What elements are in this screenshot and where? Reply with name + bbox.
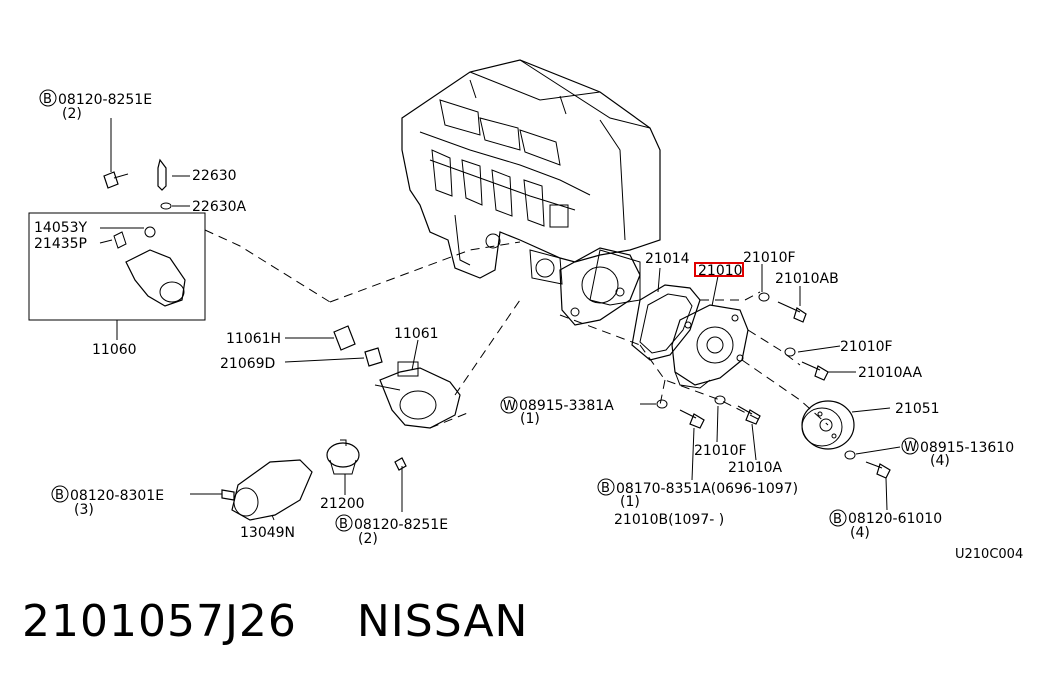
label-08170-8351A: 08170-8351A(0696-1097) [616,481,798,497]
bolt-prefix-4: B [55,488,64,503]
qty-08915-3381A: (1) [520,411,540,427]
label-22630A: 22630A [192,199,247,215]
footer-brand: NISSAN [356,596,529,647]
label-22630: 22630 [192,168,237,184]
label-21010: 21010 [698,263,743,279]
thermostat-housing [374,361,461,429]
label-21010F-low: 21010F [694,443,747,459]
part-labels: B 08120-8251E (2) 22630 22630A 14053Y 21… [34,89,1023,562]
leader-lines [99,118,901,521]
washer-prefix: W [503,399,516,414]
bolt-prefix-3: B [833,512,842,527]
qty-08120-8301E: (3) [74,502,94,518]
assembly-lines [204,229,829,429]
qty-08915-13610: (4) [930,453,950,469]
qty-08120-61010: (4) [850,525,870,541]
washer-prefix-2: W [904,440,917,455]
bolt-prefix: B [43,92,52,107]
label-21014: 21014 [645,251,690,267]
engine-block [401,59,661,306]
label-21010AB: 21010AB [775,271,839,287]
label-08915-3381A: 08915-3381A [519,398,614,414]
footer-part-number: 2101057J26 [22,596,297,647]
bolt-prefix-5: B [339,517,348,532]
label-11060: 11060 [92,342,137,358]
label-21435P: 21435P [34,236,87,252]
front-cover-gasket [559,247,641,326]
footer-caption: 2101057J26 NISSAN [22,596,528,647]
label-08915-13610: 08915-13610 [920,440,1014,456]
label-13049N: 13049N [240,525,295,541]
label-21010B: 21010B(1097- ) [614,512,724,528]
label-21010A: 21010A [728,460,783,476]
pump-fasteners [656,292,891,479]
label-08120-8251E-top: 08120-8251E [58,92,152,108]
label-21069D: 21069D [220,356,275,372]
housing-bolt [394,457,407,476]
label-14053Y: 14053Y [34,220,88,236]
label-21010AA: 21010AA [858,365,923,381]
label-08120-8251E-bot: 08120-8251E [354,517,448,533]
bolt-prefix-2: B [601,481,610,496]
label-21010F-top: 21010F [743,250,796,266]
qty-08120-8251E-top: (2) [62,106,82,122]
label-21010F-mid: 21010F [840,339,893,355]
water-pump-pulley [801,400,855,450]
diagram-ref-code: U210C004 [955,547,1023,562]
water-outlet [333,325,383,367]
qty-08170-8351A: (1) [620,494,640,510]
bolt-top-left [103,171,129,189]
thermostat [326,439,360,475]
label-21200: 21200 [320,496,365,512]
label-08120-8301E: 08120-8301E [70,488,164,504]
sensor-22630 [157,158,172,210]
label-11061: 11061 [394,326,439,342]
qty-08120-8251E-bot: (2) [358,531,378,547]
label-21051: 21051 [895,401,940,417]
highlight-box [694,262,744,277]
label-08120-61010: 08120-61010 [848,511,942,527]
water-pump-gasket [631,284,701,361]
inlet-housing [221,459,313,521]
label-11061H: 11061H [226,331,281,347]
water-pump [671,304,749,389]
